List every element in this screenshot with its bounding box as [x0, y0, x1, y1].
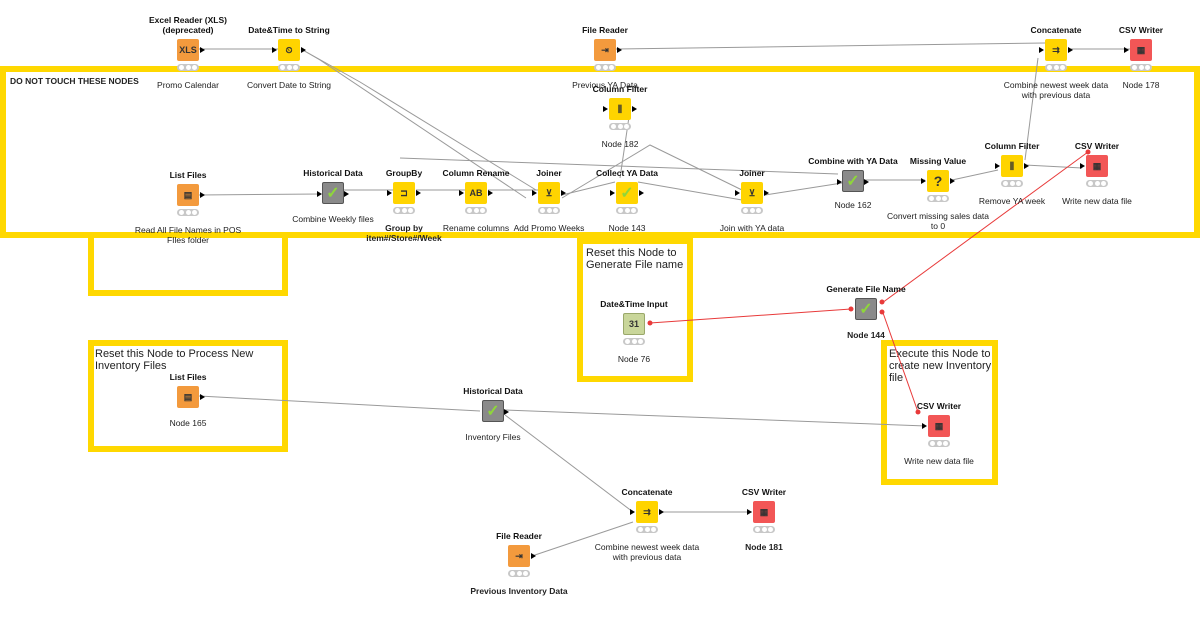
annotation-reset-generate[interactable] [577, 238, 693, 382]
wire-fr-top-concat [615, 42, 1046, 50]
node-status-indicator [1045, 64, 1067, 71]
wire-hist2-csvw3 [504, 409, 927, 427]
wire-frbot-concat [531, 521, 634, 557]
node-status-indicator [508, 570, 530, 577]
node-column-rename[interactable]: Column Rename AB Rename columns [442, 168, 510, 233]
node-status-indicator [177, 64, 199, 71]
file-reader-icon: ⇥ [594, 39, 622, 61]
list-files-icon: ▤ [177, 386, 205, 408]
joiner-icon: ⊻ [735, 182, 769, 204]
node-csv-writer-181[interactable]: CSV Writer ▦ Node 181 [741, 487, 787, 552]
wire-joiner1-joiner2 [561, 144, 743, 199]
metanode-icon: ✓ [837, 170, 869, 192]
node-historical-data-weekly[interactable]: Historical Data ✓ Combine Weekly files [292, 168, 374, 224]
annotation-reset-process[interactable] [88, 340, 288, 452]
node-file-reader-bottom[interactable]: File Reader ⇥ Previous Inventory Data [470, 531, 568, 596]
node-csv-writer-178[interactable]: CSV Writer ▦ Node 178 [1118, 25, 1164, 90]
csv-writer-icon: ▦ [747, 501, 775, 523]
node-status-indicator [278, 64, 300, 71]
groupby-icon: ⊐ [387, 182, 421, 204]
node-joiner-promo[interactable]: Joiner ⊻ Add Promo Weeks [513, 168, 585, 233]
node-concatenate-top[interactable]: Concatenate ⇉ Combine newest week data w… [1003, 25, 1109, 100]
wire-colfilter-csvw2 [1024, 164, 1083, 169]
flowvar-genfile-csvw2 [881, 151, 1089, 304]
wire-joiner2-combine [764, 182, 843, 196]
flowvar-dtinput-genfile [649, 308, 852, 324]
node-joiner-ya[interactable]: Joiner ⊻ Join with YA data [719, 168, 785, 233]
node-status-indicator [753, 526, 775, 533]
node-list-files-165[interactable]: List Files ▤ Node 165 [169, 372, 207, 428]
node-status-indicator [177, 209, 199, 216]
node-status-indicator [927, 195, 949, 202]
node-csv-writer-new[interactable]: CSV Writer ▦ Write new data file [1062, 141, 1132, 206]
wire-listfiles165-hist2 [198, 395, 481, 412]
csv-writer-icon: ▦ [1124, 39, 1152, 61]
wire-colfilter-concat [1024, 57, 1039, 161]
annotation-do-not-touch-text: DO NOT TOUCH THESE NODES [10, 76, 139, 86]
node-status-indicator [538, 207, 560, 214]
xls-reader-icon: XLS [177, 39, 205, 61]
node-status-indicator [636, 526, 658, 533]
column-filter-icon: ⫼ [995, 155, 1029, 177]
node-excel-reader[interactable]: Excel Reader (XLS) (deprecated) XLS Prom… [149, 15, 227, 90]
wire-colfilter182-joiner2 [619, 109, 631, 179]
node-status-indicator [393, 207, 415, 214]
column-filter-icon: ⫼ [603, 98, 637, 120]
concatenate-icon: ⇉ [1039, 39, 1073, 61]
annotation-left-box[interactable] [88, 232, 288, 296]
metanode-icon: ✓ [855, 298, 877, 320]
datetime-to-string-icon: ⏲ [272, 39, 306, 61]
csv-writer-icon: ▦ [922, 415, 950, 437]
node-datetime-input[interactable]: Date&Time Input 31 Node 76 [600, 299, 668, 364]
node-collect-ya-data[interactable]: Collect YA Data ✓ Node 143 [595, 168, 659, 233]
node-generate-file-name[interactable]: Generate File Name ✓ Node 144 [826, 284, 906, 340]
column-rename-icon: AB [459, 182, 493, 204]
metanode-icon: ✓ [610, 182, 644, 204]
node-combine-ya-data[interactable]: Combine with YA Data ✓ Node 162 [808, 156, 898, 210]
concatenate-icon: ⇉ [630, 501, 664, 523]
wire-hist2-concat [504, 414, 634, 513]
csv-writer-icon: ▦ [1080, 155, 1108, 177]
node-status-indicator [623, 338, 645, 345]
annotation-execute-create-text: Execute this Node to create new Inventor… [889, 348, 992, 384]
node-missing-value[interactable]: Missing Value ? Convert missing sales da… [886, 156, 990, 231]
node-status-indicator [928, 440, 950, 447]
flowvar-genfile-csvw3 [881, 309, 919, 413]
node-status-indicator [465, 207, 487, 214]
node-datetime-to-string[interactable]: Date&Time to String ⏲ Convert Date to St… [246, 25, 332, 90]
annotation-reset-process-text: Reset this Node to Process New Inventory… [95, 348, 254, 372]
wire-collectya-joiner2 [637, 181, 743, 201]
joiner-icon: ⊻ [532, 182, 566, 204]
wire-missing-colfilter [951, 169, 999, 181]
wire-dt2s-joiner1b [300, 48, 527, 199]
node-historical-data-inventory[interactable]: Historical Data ✓ Inventory Files [463, 386, 523, 442]
node-groupby[interactable]: GroupBy ⊐ Group by item#/Store#/Week [366, 168, 442, 243]
metanode-icon: ✓ [317, 182, 349, 204]
annotation-reset-generate-text: Reset this Node to Generate File name [586, 247, 684, 271]
node-file-reader-top[interactable]: File Reader ⇥ Previous YA Data [572, 25, 638, 90]
node-concatenate-bottom[interactable]: Concatenate ⇉ Combine newest week data w… [594, 487, 700, 562]
node-status-indicator [594, 64, 616, 71]
node-status-indicator [616, 207, 638, 214]
node-status-indicator [609, 123, 631, 130]
node-status-indicator [1086, 180, 1108, 187]
calendar-icon: 31 [623, 313, 645, 335]
node-csv-writer-inventory[interactable]: CSV Writer ▦ Write new data file [904, 401, 974, 466]
file-reader-icon: ⇥ [508, 545, 536, 567]
wire-top-combine [399, 157, 839, 175]
node-status-indicator [741, 207, 763, 214]
list-files-icon: ▤ [177, 184, 205, 206]
node-status-indicator [1130, 64, 1152, 71]
node-column-filter-182[interactable]: Column Filter ⫼ Node 182 [592, 84, 648, 149]
node-list-files-pos[interactable]: List Files ▤ Read All File Names in POS … [134, 170, 242, 245]
annotation-execute-create[interactable] [881, 340, 998, 485]
metanode-icon: ✓ [482, 400, 509, 422]
node-status-indicator [1001, 180, 1023, 187]
missing-value-icon: ? [921, 170, 955, 192]
wire-listfiles-hist1 [198, 193, 322, 196]
node-column-filter-ya[interactable]: Column Filter ⫼ Remove YA week [978, 141, 1046, 206]
